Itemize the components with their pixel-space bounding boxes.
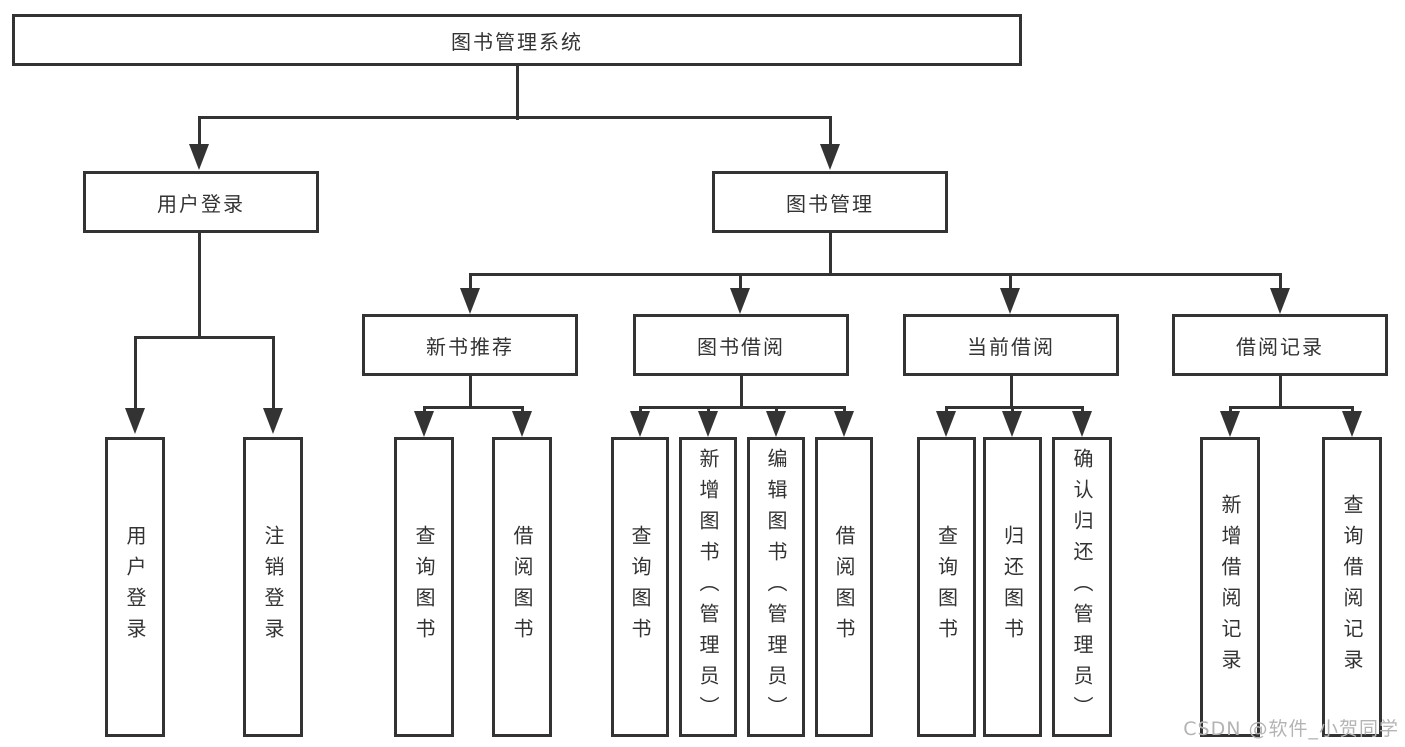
arrow-down-icon [1000, 288, 1020, 314]
connector-line [640, 406, 846, 409]
connector-line [272, 336, 275, 412]
connector-line [469, 273, 472, 292]
connector-line [829, 116, 832, 148]
arrow-down-icon [189, 144, 209, 170]
node-book-borrow: 图书借阅 [633, 314, 849, 376]
node-logout: 注销登录 [243, 437, 303, 737]
node-br-query-record-label: 查询借阅记录 [1340, 494, 1364, 680]
connector-line [199, 116, 832, 119]
connector-line [1279, 273, 1282, 292]
node-current-borrow: 当前借阅 [903, 314, 1119, 376]
arrow-down-icon [820, 144, 840, 170]
node-root-label: 图书管理系统 [451, 29, 583, 54]
connector-line [946, 406, 1084, 409]
node-nb-borrow-book: 借阅图书 [492, 437, 552, 737]
arrow-down-icon [414, 411, 434, 437]
node-book-management: 图书管理 [712, 171, 948, 233]
node-login-label: 用户登录 [123, 525, 147, 649]
node-nb-query-book-label: 查询图书 [412, 525, 436, 649]
node-bb-add-book-label: 新增图书（管理员） [696, 447, 720, 727]
arrow-down-icon [125, 408, 145, 434]
node-new-book-recommend: 新书推荐 [362, 314, 578, 376]
node-cb-confirm-return-label: 确认归还（管理员） [1070, 447, 1094, 727]
node-login: 用户登录 [105, 437, 165, 737]
node-bb-query-book-label: 查询图书 [628, 525, 652, 649]
node-book-management-label: 图书管理 [786, 191, 874, 216]
connector-line [469, 273, 1282, 276]
arrow-down-icon [730, 288, 750, 314]
node-bb-borrow-book-label: 借阅图书 [832, 525, 856, 649]
node-bb-add-book: 新增图书（管理员） [679, 437, 737, 737]
node-cb-query-book: 查询图书 [917, 437, 976, 737]
arrow-down-icon [1002, 411, 1022, 437]
node-cb-confirm-return: 确认归还（管理员） [1052, 437, 1112, 737]
arrow-down-icon [460, 288, 480, 314]
node-cb-return-book-label: 归还图书 [1000, 525, 1025, 649]
node-cb-return-book: 归还图书 [983, 437, 1042, 737]
node-br-add-record-label: 新增借阅记录 [1218, 494, 1242, 680]
connector-line [1009, 273, 1012, 292]
node-root: 图书管理系统 [12, 14, 1022, 66]
connector-line [134, 336, 137, 412]
node-borrow-records-label: 借阅记录 [1236, 334, 1324, 359]
node-new-book-recommend-label: 新书推荐 [426, 334, 514, 359]
arrow-down-icon [630, 411, 650, 437]
node-bb-borrow-book: 借阅图书 [815, 437, 873, 737]
arrow-down-icon [1342, 411, 1362, 437]
node-logout-label: 注销登录 [261, 525, 285, 649]
watermark: CSDN @软件_小贺同学 [1183, 718, 1399, 740]
connector-line [198, 231, 201, 338]
arrow-down-icon [1220, 411, 1240, 437]
node-book-borrow-label: 图书借阅 [697, 334, 785, 359]
connector-line [1010, 374, 1013, 408]
arrow-down-icon [766, 411, 786, 437]
connector-line [516, 64, 519, 120]
node-bb-edit-book: 编辑图书（管理员） [747, 437, 805, 737]
node-user-login-label: 用户登录 [157, 191, 245, 216]
node-user-login: 用户登录 [83, 171, 319, 233]
node-cb-query-book-label: 查询图书 [934, 525, 959, 649]
node-bb-query-book: 查询图书 [611, 437, 669, 737]
connector-line [424, 406, 524, 409]
node-borrow-records: 借阅记录 [1172, 314, 1388, 376]
arrow-down-icon [834, 411, 854, 437]
node-bb-edit-book-label: 编辑图书（管理员） [764, 447, 788, 727]
node-br-query-record: 查询借阅记录 [1322, 437, 1382, 737]
connector-line [1279, 374, 1282, 408]
connector-line [739, 273, 742, 292]
connector-line [740, 374, 743, 408]
connector-line [198, 116, 201, 148]
arrow-down-icon [698, 411, 718, 437]
connector-line [829, 231, 832, 275]
arrow-down-icon [263, 408, 283, 434]
connector-line [134, 336, 275, 339]
node-br-add-record: 新增借阅记录 [1200, 437, 1260, 737]
arrow-down-icon [1072, 411, 1092, 437]
node-nb-query-book: 查询图书 [394, 437, 454, 737]
arrow-down-icon [512, 411, 532, 437]
connector-line [469, 374, 472, 408]
arrow-down-icon [1270, 288, 1290, 314]
connector-line [1230, 406, 1354, 409]
node-current-borrow-label: 当前借阅 [967, 334, 1055, 359]
arrow-down-icon [936, 411, 956, 437]
node-nb-borrow-book-label: 借阅图书 [510, 525, 534, 649]
